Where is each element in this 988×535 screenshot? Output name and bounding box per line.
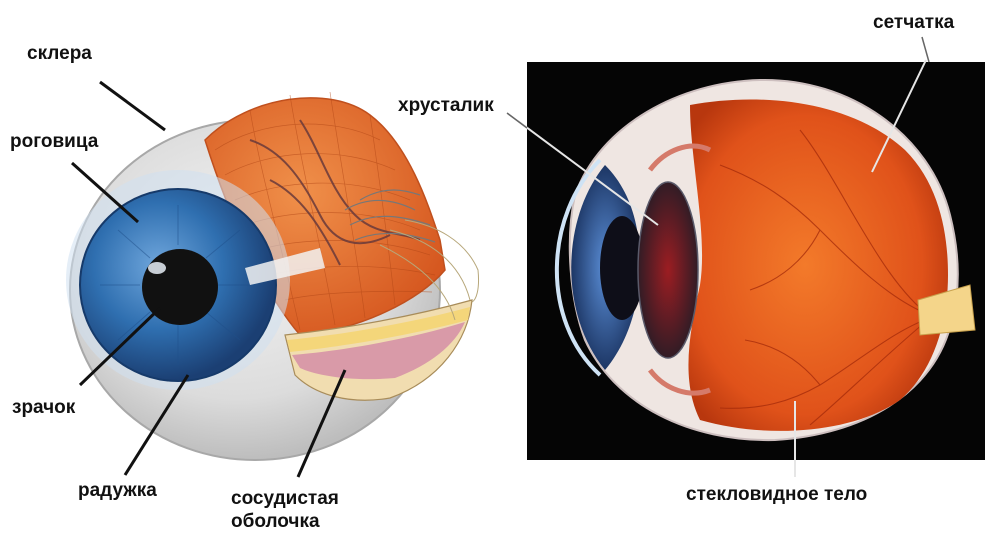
vitreous-label: стекловидное тело (686, 484, 867, 506)
retina-leader-outer (922, 37, 929, 62)
choroid-label: сосудистая оболочка (231, 487, 339, 533)
lens-shape (638, 182, 698, 358)
lens-label: хрусталик (398, 95, 494, 117)
choroid-label-line1: сосудистая (231, 487, 339, 510)
lens-leader-outer (507, 113, 527, 128)
right-eye-photo (527, 62, 985, 460)
pupil-label: зрачок (12, 397, 75, 419)
retina-label: сетчатка (873, 12, 954, 34)
iris-label: радужка (78, 480, 157, 502)
left-eye-illustration (66, 92, 479, 460)
choroid-label-line2: оболочка (231, 510, 339, 533)
sclera-label: склера (27, 43, 92, 65)
cornea-label: роговица (10, 131, 98, 153)
sclera-leader (100, 82, 165, 130)
